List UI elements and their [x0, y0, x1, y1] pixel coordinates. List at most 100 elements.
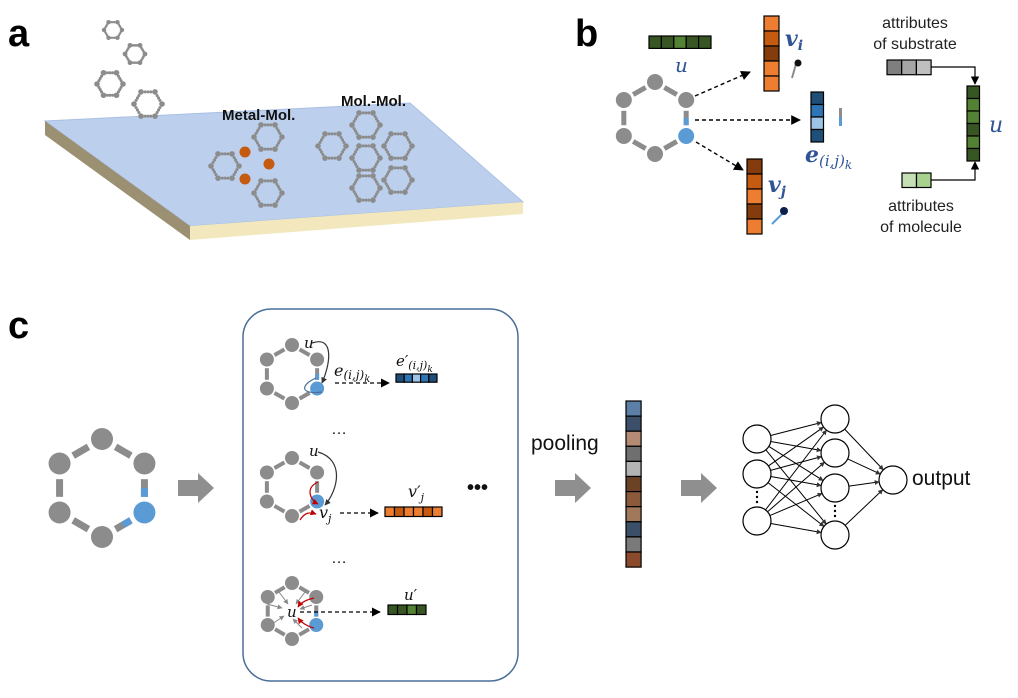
- nn-neuron: [820, 404, 850, 434]
- atom: [260, 618, 275, 632]
- vector-cell: [901, 172, 918, 189]
- atom: [106, 35, 111, 40]
- atom: [384, 174, 388, 178]
- panel-b-arrows: [694, 71, 801, 171]
- atom: [319, 138, 324, 142]
- atom: [272, 122, 278, 128]
- atom: [113, 92, 120, 99]
- atom: [223, 176, 227, 180]
- atom: [376, 190, 380, 194]
- vector-cell: [625, 491, 642, 508]
- atom: [377, 185, 383, 191]
- nn-connection: [844, 489, 884, 526]
- atom: [152, 89, 158, 95]
- update-step-graphs: [259, 338, 337, 646]
- vector-cell: [697, 35, 712, 49]
- update-steps-box: [242, 308, 519, 682]
- atom: [269, 147, 273, 151]
- message-arrow: [309, 481, 319, 505]
- atom: [158, 98, 162, 102]
- atom: [285, 576, 299, 590]
- molecule-attr-vector: [901, 172, 932, 189]
- atom: [127, 60, 133, 66]
- atom: [388, 189, 394, 195]
- atom: [263, 203, 267, 207]
- vector-cell: [673, 35, 687, 49]
- flow-arrow: [178, 473, 214, 503]
- message-arrow: [278, 591, 289, 605]
- atom: [137, 110, 141, 115]
- atom: [143, 114, 147, 118]
- vector-cell: [966, 110, 981, 125]
- arrow-to-vi: [694, 71, 751, 97]
- atom: [135, 96, 140, 100]
- atom: [327, 156, 331, 160]
- atom: [275, 199, 279, 204]
- atom: [127, 42, 133, 48]
- atom: [409, 143, 415, 149]
- atom: [108, 93, 112, 97]
- atom: [208, 163, 214, 169]
- atom: [133, 452, 156, 475]
- panel-b-graph: [615, 74, 695, 162]
- vector-cell: [966, 85, 981, 100]
- atom: [356, 110, 362, 116]
- atom: [149, 114, 153, 118]
- atom: [385, 172, 390, 176]
- atom: [100, 92, 107, 99]
- atom: [349, 185, 355, 191]
- atom: [373, 147, 377, 152]
- atom: [115, 35, 120, 40]
- atom: [406, 184, 411, 188]
- atom: [370, 143, 376, 149]
- atom: [356, 197, 362, 203]
- atom: [315, 143, 321, 149]
- atom: [105, 71, 109, 75]
- vector-cell: [403, 506, 415, 518]
- message-arrow: [292, 618, 303, 629]
- atom: [349, 155, 355, 161]
- atom: [374, 117, 379, 121]
- atom: [370, 110, 376, 116]
- metal-atoms: [239, 146, 275, 185]
- message-arrow: [317, 451, 337, 506]
- nn-connection: [848, 480, 880, 487]
- atom: [388, 155, 394, 161]
- atom: [615, 92, 632, 108]
- atom: [272, 202, 278, 208]
- atom: [349, 122, 355, 128]
- atom: [94, 81, 100, 87]
- atom: [399, 156, 403, 160]
- bond: [273, 460, 286, 470]
- vector-cell: [901, 59, 918, 76]
- substrate-left-side: [45, 121, 190, 240]
- atom: [356, 173, 362, 179]
- pooling-label: pooling: [531, 432, 599, 455]
- atom: [258, 178, 264, 184]
- atom: [647, 146, 663, 162]
- atom: [258, 202, 264, 208]
- atom: [279, 134, 285, 140]
- ellipsis-side: •••: [467, 477, 488, 499]
- nn-output-neuron: [878, 465, 908, 495]
- atom: [361, 135, 365, 139]
- atom: [387, 152, 391, 157]
- atom: [257, 199, 261, 204]
- atom: [97, 79, 101, 83]
- atom: [408, 140, 412, 144]
- vector-cell: [387, 604, 399, 616]
- atom: [255, 129, 260, 133]
- atom: [376, 160, 380, 164]
- atom: [156, 108, 161, 112]
- atom: [376, 119, 380, 123]
- atom: [376, 182, 380, 186]
- vector-cell: [415, 604, 427, 616]
- atom: [373, 194, 377, 199]
- atom: [159, 101, 165, 107]
- bond: [298, 585, 310, 595]
- flow-arrow: [555, 473, 591, 503]
- atom: [108, 71, 112, 75]
- atom: [278, 131, 282, 135]
- atom: [263, 123, 267, 127]
